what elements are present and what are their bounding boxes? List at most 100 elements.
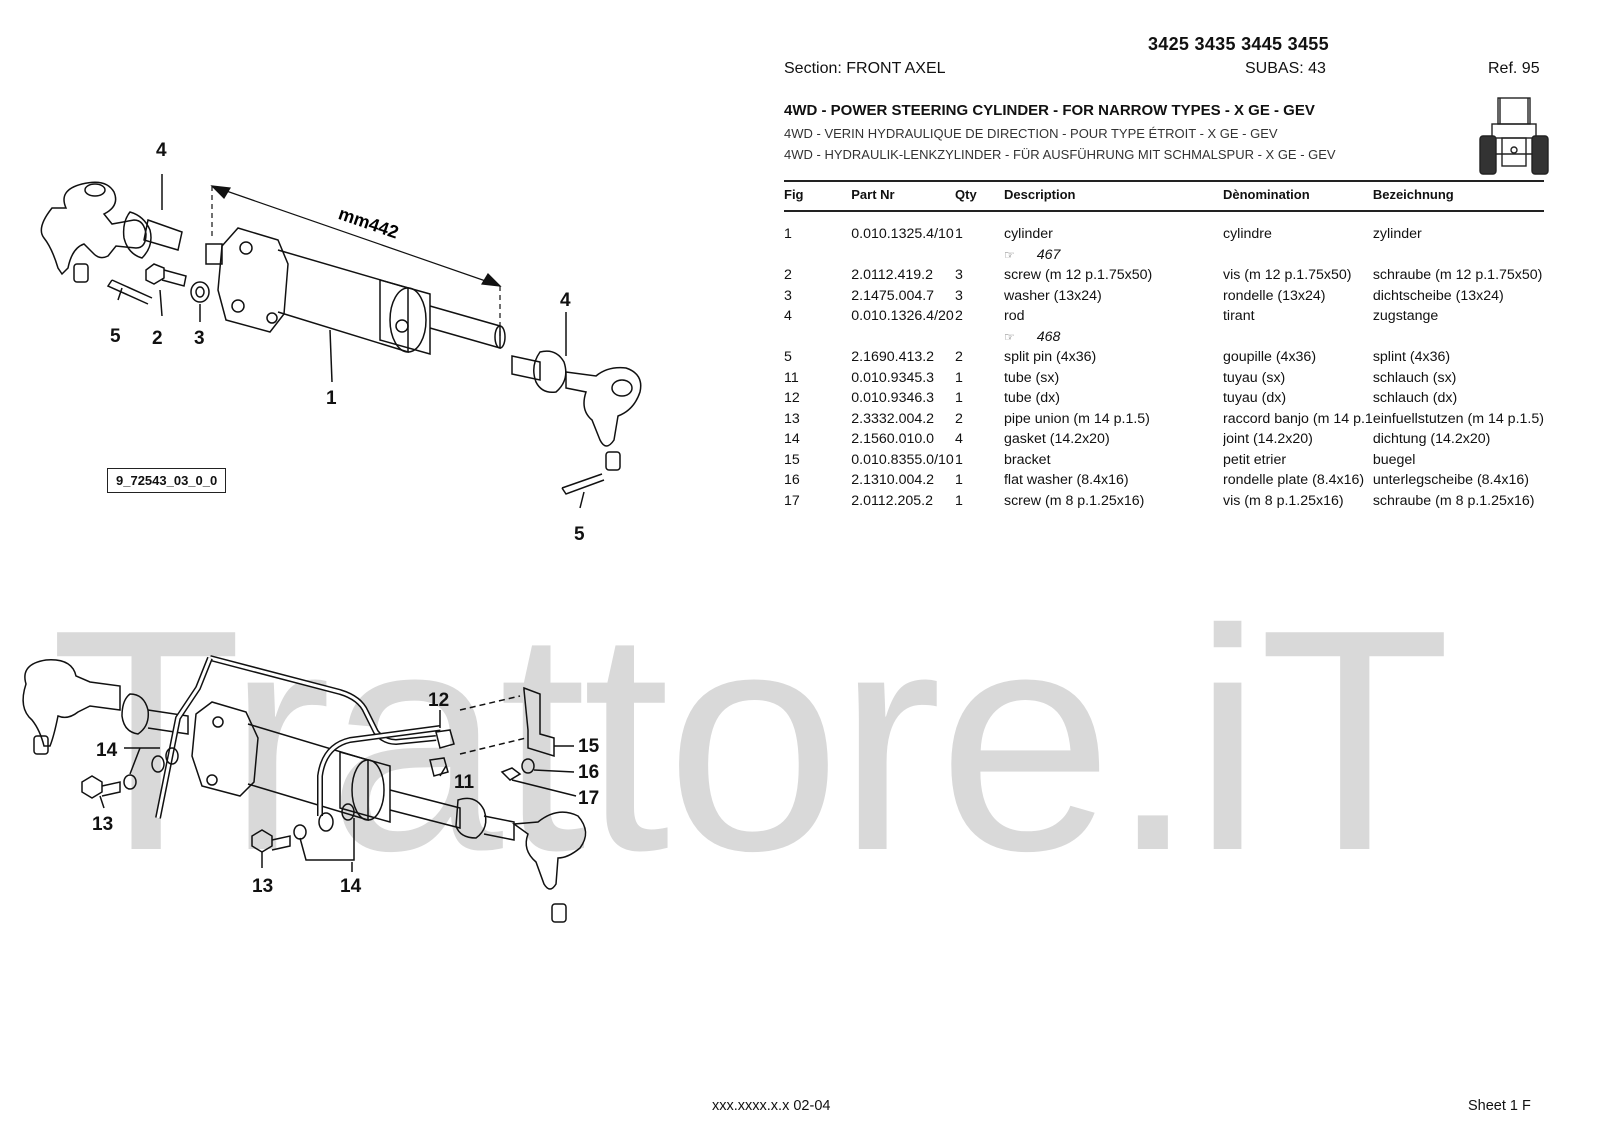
callout-14-left: 14 bbox=[96, 740, 118, 761]
table-row-reference: ☞468 bbox=[784, 327, 1544, 348]
cell-fig: 17 bbox=[784, 492, 800, 509]
cell-part-nr: 2.0112.419.2 bbox=[851, 267, 934, 283]
section-label: Section: FRONT AXEL bbox=[784, 60, 946, 77]
ref-label: Ref. 95 bbox=[1488, 60, 1540, 77]
cell-bezeichnung: buegel bbox=[1372, 451, 1416, 468]
callout-3: 3 bbox=[194, 328, 205, 349]
cell-fig: 16 bbox=[784, 472, 800, 488]
reference-number[interactable]: 467 bbox=[1036, 246, 1061, 263]
cell-fig: 12 bbox=[784, 390, 800, 406]
cell-description: bracket bbox=[1003, 451, 1051, 468]
cell-bezeichnung: schraube (m 12 p.1.75x50) bbox=[1372, 267, 1543, 283]
callout-11: 11 bbox=[454, 772, 475, 793]
table-row-reference: ☞467 bbox=[784, 245, 1544, 266]
cell-description: cylinder bbox=[1003, 226, 1053, 242]
cell-description: flat washer (8.4x16) bbox=[1003, 472, 1129, 488]
cell-bezeichnung: splint (4x36) bbox=[1372, 349, 1451, 365]
col-fig: Fig bbox=[784, 180, 852, 212]
cell-bezeichnung: schraube (m 8 p.1.25x16) bbox=[1372, 492, 1535, 509]
tie-rod-end-right bbox=[511, 350, 642, 471]
col-bezeichnung: Bezeichnung bbox=[1372, 180, 1544, 212]
cell-description: pipe union (m 14 p.1.5) bbox=[1003, 410, 1150, 427]
tractor-icon bbox=[1479, 97, 1549, 175]
cylinder-1 bbox=[205, 227, 506, 355]
cell-part-nr: 2.1310.004.2 bbox=[851, 472, 935, 488]
cell-part-nr: 2.1690.413.2 bbox=[851, 349, 935, 365]
cell-denomination: rondelle (13x24) bbox=[1222, 287, 1326, 304]
cell-part-nr: 0.010.9345.3 bbox=[851, 369, 935, 386]
assembled-diagram-bottom: 12 14 11 13 15 16 17 13 14 bbox=[22, 655, 600, 923]
cell-fig: 1 bbox=[784, 226, 792, 242]
cell-denomination: goupille (4x36) bbox=[1222, 349, 1317, 365]
cell-part-nr: 2.1560.010.0 bbox=[851, 431, 935, 447]
footer-sheet: Sheet 1 F bbox=[1468, 1098, 1531, 1114]
dimension-label: mm442 bbox=[336, 203, 401, 242]
cell-part-nr: 2.3332.004.2 bbox=[851, 410, 935, 427]
cell-qty: 1 bbox=[955, 492, 963, 509]
callout-5-right: 5 bbox=[574, 524, 585, 545]
cell-part-nr: 2.0112.205.2 bbox=[851, 492, 934, 509]
cell-part-nr: 0.010.9346.3 bbox=[851, 390, 935, 406]
cell-bezeichnung: zugstange bbox=[1372, 308, 1439, 324]
cell-qty: 1 bbox=[955, 451, 963, 468]
title-french: 4WD - VERIN HYDRAULIQUE DE DIRECTION - P… bbox=[784, 126, 1278, 141]
cell-description: tube (dx) bbox=[1003, 390, 1060, 406]
cell-description: gasket (14.2x20) bbox=[1003, 431, 1110, 447]
screw-2 bbox=[145, 263, 187, 287]
cell-qty: 2 bbox=[955, 308, 963, 324]
exploded-diagram-top: 4 5 2 3 1 4 5 mm442 bbox=[40, 140, 642, 545]
callout-15: 15 bbox=[578, 736, 600, 757]
cell-qty: 4 bbox=[955, 431, 963, 447]
washer-3 bbox=[190, 281, 210, 303]
cell-fig: 15 bbox=[784, 451, 800, 468]
cell-fig: 13 bbox=[784, 410, 800, 427]
cell-part-nr: 0.010.8355.0/10 bbox=[851, 451, 954, 468]
title-english: 4WD - POWER STEERING CYLINDER - FOR NARR… bbox=[784, 102, 1315, 119]
reference-cell: ☞467 bbox=[1004, 245, 1544, 266]
cell-qty: 1 bbox=[955, 226, 963, 242]
cell-fig: 11 bbox=[784, 369, 799, 386]
split-pin-left bbox=[106, 279, 153, 305]
cell-bezeichnung: unterlegscheibe (8.4x16) bbox=[1372, 472, 1529, 488]
cell-qty: 2 bbox=[955, 410, 963, 427]
cell-description: split pin (4x36) bbox=[1003, 349, 1097, 365]
cell-part-nr: 0.010.1325.4/10 bbox=[851, 226, 954, 242]
parts-table: Fig Part Nr Qty Description Dènomination… bbox=[784, 180, 1544, 511]
cell-qty: 2 bbox=[955, 349, 963, 365]
callout-2: 2 bbox=[152, 328, 163, 349]
cell-denomination: cylindre bbox=[1222, 226, 1272, 242]
callout-17: 17 bbox=[578, 788, 599, 809]
callout-4-right: 4 bbox=[560, 290, 571, 311]
cell-description: washer (13x24) bbox=[1003, 287, 1102, 304]
cell-qty: 1 bbox=[955, 472, 963, 488]
callout-12: 12 bbox=[428, 690, 449, 711]
col-description: Description bbox=[1003, 180, 1223, 212]
tie-rod-end-left bbox=[40, 181, 183, 283]
col-part-nr: Part Nr bbox=[851, 180, 955, 212]
title-german: 4WD - HYDRAULIK-LENKZYLINDER - FÜR AUSFÜ… bbox=[784, 147, 1336, 162]
cell-qty: 3 bbox=[955, 287, 963, 304]
dimension-line bbox=[210, 185, 502, 340]
cell-bezeichnung: dichtscheibe (13x24) bbox=[1372, 287, 1504, 304]
cell-bezeichnung: schlauch (sx) bbox=[1372, 369, 1457, 386]
cell-description: screw (m 8 p.1.25x16) bbox=[1003, 492, 1145, 509]
callout-5-left: 5 bbox=[110, 326, 121, 347]
cell-fig: 3 bbox=[784, 287, 792, 304]
callout-16: 16 bbox=[578, 762, 599, 783]
reference-cell: ☞468 bbox=[1004, 327, 1544, 348]
reference-number[interactable]: 468 bbox=[1036, 328, 1061, 345]
cell-qty: 3 bbox=[955, 267, 963, 283]
drawing-code: 9_72543_03_0_0 bbox=[107, 468, 227, 493]
cell-denomination: vis (m 12 p.1.75x50) bbox=[1222, 267, 1352, 283]
cell-bezeichnung: zylinder bbox=[1372, 226, 1422, 242]
cell-denomination: tuyau (dx) bbox=[1222, 390, 1287, 406]
